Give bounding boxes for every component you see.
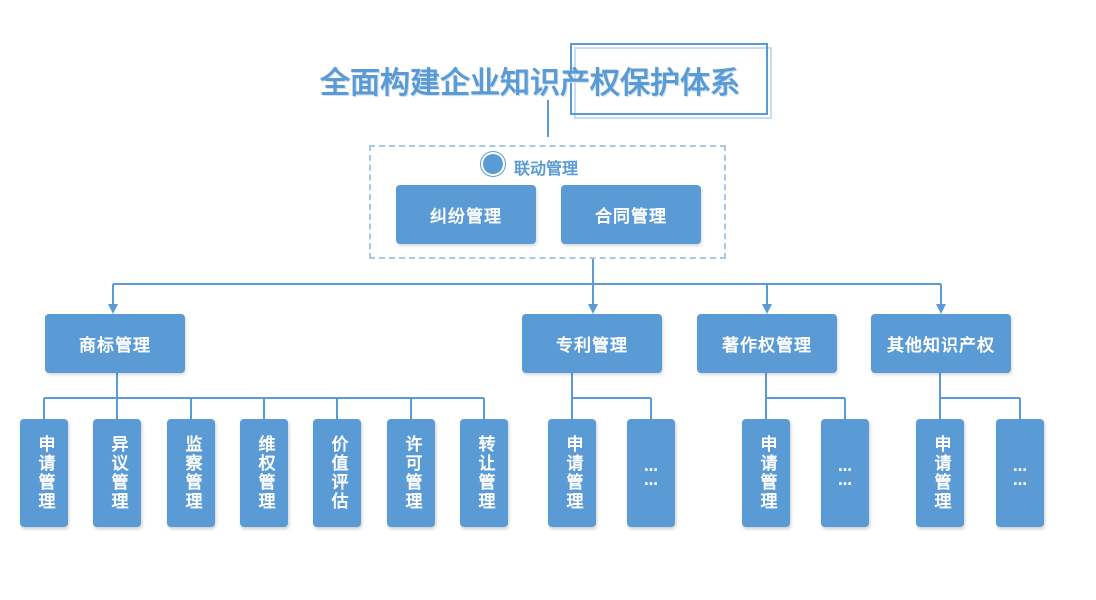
leaf-node[interactable]: 申请管理 (548, 419, 596, 527)
leaf-node[interactable]: 异议管理 (93, 419, 141, 527)
contract-management-node[interactable]: 合同管理 (561, 185, 701, 244)
title-frame-shadow (574, 47, 772, 119)
circle-bullet-icon (483, 154, 503, 174)
leaf-node[interactable]: 维权管理 (240, 419, 288, 527)
page-title: 全面构建企业知识产权保护体系 (320, 66, 740, 101)
more-items-node[interactable]: …… (996, 419, 1044, 527)
linkage-group (369, 145, 726, 259)
title-frame (570, 43, 768, 115)
patent-management-node[interactable]: 专利管理 (522, 314, 662, 373)
more-items-node[interactable]: …… (821, 419, 869, 527)
leaf-node[interactable]: 转让管理 (460, 419, 508, 527)
dispute-management-node[interactable]: 纠纷管理 (396, 185, 536, 244)
leaf-node[interactable]: 监察管理 (167, 419, 215, 527)
leaf-node[interactable]: 申请管理 (20, 419, 68, 527)
copyright-management-node[interactable]: 著作权管理 (697, 314, 837, 373)
other-ip-management-node[interactable]: 其他知识产权 (871, 314, 1011, 373)
leaf-node[interactable]: 申请管理 (742, 419, 790, 527)
leaf-node[interactable]: 许可管理 (387, 419, 435, 527)
trademark-management-node[interactable]: 商标管理 (45, 314, 185, 373)
leaf-node[interactable]: 价值评估 (313, 419, 361, 527)
more-items-node[interactable]: …… (627, 419, 675, 527)
leaf-node[interactable]: 申请管理 (916, 419, 964, 527)
linkage-label: 联动管理 (514, 159, 579, 178)
